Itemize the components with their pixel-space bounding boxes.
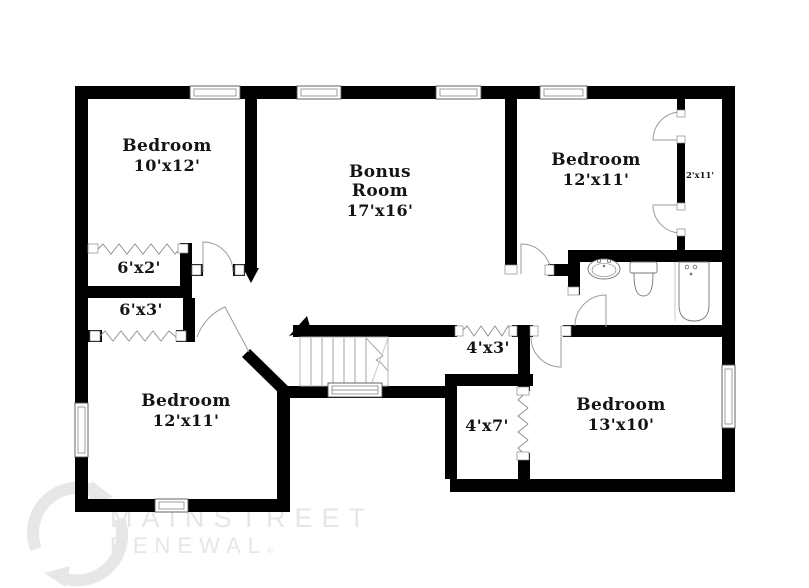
door-arc-bedroom-tl	[202, 241, 234, 273]
door-jambs	[87, 109, 686, 461]
window-top-3	[435, 85, 482, 100]
closet-dims: 2'x11'	[685, 171, 715, 181]
room-label-bedroom-tr: Bedroom 12'x11'	[551, 150, 641, 190]
room-dims: 13'x10'	[587, 415, 655, 434]
accordion-door-4x3	[461, 325, 513, 337]
closet-dims: 6'x3'	[119, 300, 163, 319]
doors	[196, 111, 682, 368]
accordion-door-6x3	[99, 330, 177, 342]
room-dims: 17'x16'	[346, 201, 414, 220]
room-name: Bonus	[348, 162, 411, 182]
room-label-bedroom-br: Bedroom 13'x10'	[576, 395, 666, 435]
watermark-renewal: RENEWAL	[110, 533, 267, 558]
closet-label-2x11: 2'x11'	[686, 172, 714, 181]
room-dims: 12'x11'	[152, 411, 220, 430]
window-top-4	[539, 85, 588, 100]
watermark-line2: RENEWAL®	[110, 533, 273, 559]
closet-dims: 4'x3'	[466, 338, 510, 357]
closet-dims: 6'x2'	[117, 258, 161, 277]
door-arc-closet-tr-lower	[652, 204, 682, 234]
window-bottom	[154, 498, 189, 513]
window-right	[721, 364, 736, 429]
room-label-bedroom-tl: Bedroom 10'x12'	[122, 136, 212, 176]
room-dims: 12'x11'	[562, 170, 630, 189]
bathtub-icon	[678, 261, 710, 322]
closet-label-6x3: 6'x3'	[119, 301, 163, 318]
door-arc-closet-tr-upper	[652, 111, 682, 141]
sink-icon	[587, 258, 621, 280]
closet-label-4x3: 4'x3'	[466, 339, 510, 356]
windows	[74, 85, 736, 513]
stairs	[299, 336, 389, 387]
door-arc-bedroom-bl	[196, 306, 250, 353]
window-left	[74, 402, 89, 458]
room-name2: Room	[351, 181, 409, 201]
door-arc-bathroom	[574, 294, 607, 327]
door-arc-bedroom-br	[530, 336, 562, 368]
accordion-doors	[97, 243, 529, 454]
room-name: Bedroom	[551, 150, 641, 170]
window-top-2	[296, 85, 342, 100]
room-dims: 10'x12'	[133, 156, 201, 175]
room-name: Bedroom	[576, 395, 666, 415]
room-name: Bedroom	[122, 136, 212, 156]
room-label-bonus-room: Bonus Room 17'x16'	[346, 162, 414, 221]
toilet-icon	[629, 261, 658, 297]
accordion-door-6x2	[97, 243, 181, 255]
room-label-bedroom-bl: Bedroom 12'x11'	[141, 391, 231, 431]
registered-mark: ®	[266, 546, 273, 555]
closet-dims: 4'x7'	[465, 416, 509, 435]
window-top-1	[189, 85, 241, 100]
accordion-door-4x7	[517, 394, 529, 454]
closet-label-4x7: 4'x7'	[465, 417, 509, 434]
room-name: Bedroom	[141, 391, 231, 411]
closet-label-6x2: 6'x2'	[117, 259, 161, 276]
bathroom	[587, 258, 710, 322]
